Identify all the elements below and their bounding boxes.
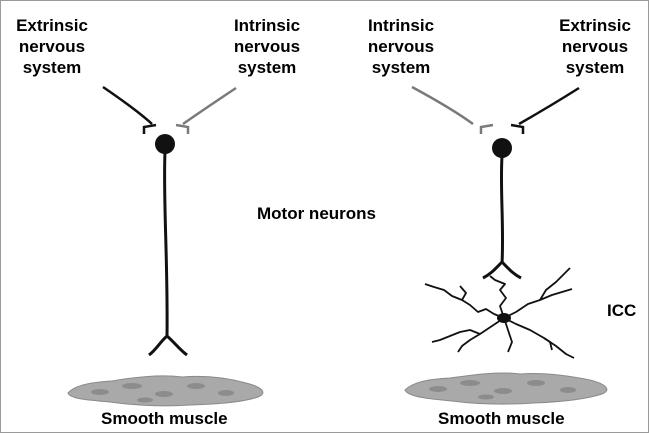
label-right-extrinsic-line2: nervous: [545, 36, 645, 57]
icc-process-9: [432, 330, 480, 342]
label-left-extrinsic-line1: Extrinsic: [2, 15, 102, 36]
icc-process-4: [504, 289, 572, 318]
left-extrinsic-synapse: [144, 125, 156, 134]
icc-process-5: [540, 268, 570, 300]
label-left-intrinsic-line2: nervous: [219, 36, 315, 57]
icc-process-6: [504, 318, 574, 358]
label-right-intrinsic-line1: Intrinsic: [353, 15, 449, 36]
icc-process-2: [460, 286, 466, 300]
label-left-intrinsic-line1: Intrinsic: [219, 15, 315, 36]
left-intrinsic-synapse: [176, 125, 188, 134]
left-neuron-axon: [165, 152, 168, 338]
icc-process-7: [544, 338, 552, 350]
right-neuron-soma: [492, 138, 512, 158]
label-smooth-muscle-left: Smooth muscle: [101, 408, 228, 429]
icc-process-3: [490, 276, 506, 318]
icc-process-8: [458, 318, 504, 352]
label-left-extrinsic-line3: system: [2, 57, 102, 78]
label-smooth-muscle-right: Smooth muscle: [438, 408, 565, 429]
left-smooth-muscle: [68, 376, 263, 406]
right-extrinsic-synapse: [511, 125, 523, 134]
right-neuron-axon: [501, 156, 502, 264]
label-left-intrinsic: Intrinsic nervous system: [219, 15, 315, 78]
label-right-intrinsic-line3: system: [353, 57, 449, 78]
icc-cell-body: [497, 313, 511, 323]
right-neuron-assembly: [412, 87, 579, 278]
label-right-intrinsic-line2: nervous: [353, 36, 449, 57]
right-extrinsic-fiber: [519, 88, 579, 124]
icc-process-1: [425, 284, 504, 318]
icc-process-10: [504, 318, 512, 352]
label-motor-neurons: Motor neurons: [257, 203, 376, 224]
left-extrinsic-fiber: [103, 87, 152, 124]
label-left-intrinsic-line3: system: [219, 57, 315, 78]
label-icc: ICC: [607, 300, 636, 321]
left-intrinsic-fiber: [183, 88, 236, 124]
right-intrinsic-fiber: [412, 87, 473, 124]
right-intrinsic-synapse: [481, 125, 493, 134]
left-neuron-soma: [155, 134, 175, 154]
left-neuron-assembly: [103, 87, 236, 355]
right-axon-terminal: [483, 262, 521, 278]
label-right-extrinsic-line1: Extrinsic: [545, 15, 645, 36]
label-left-extrinsic: Extrinsic nervous system: [2, 15, 102, 78]
right-smooth-muscle: [405, 373, 607, 404]
icc-network: [425, 268, 574, 358]
label-right-extrinsic-line3: system: [545, 57, 645, 78]
label-left-extrinsic-line2: nervous: [2, 36, 102, 57]
left-axon-terminal: [149, 336, 187, 355]
label-right-extrinsic: Extrinsic nervous system: [545, 15, 645, 78]
label-right-intrinsic: Intrinsic nervous system: [353, 15, 449, 78]
